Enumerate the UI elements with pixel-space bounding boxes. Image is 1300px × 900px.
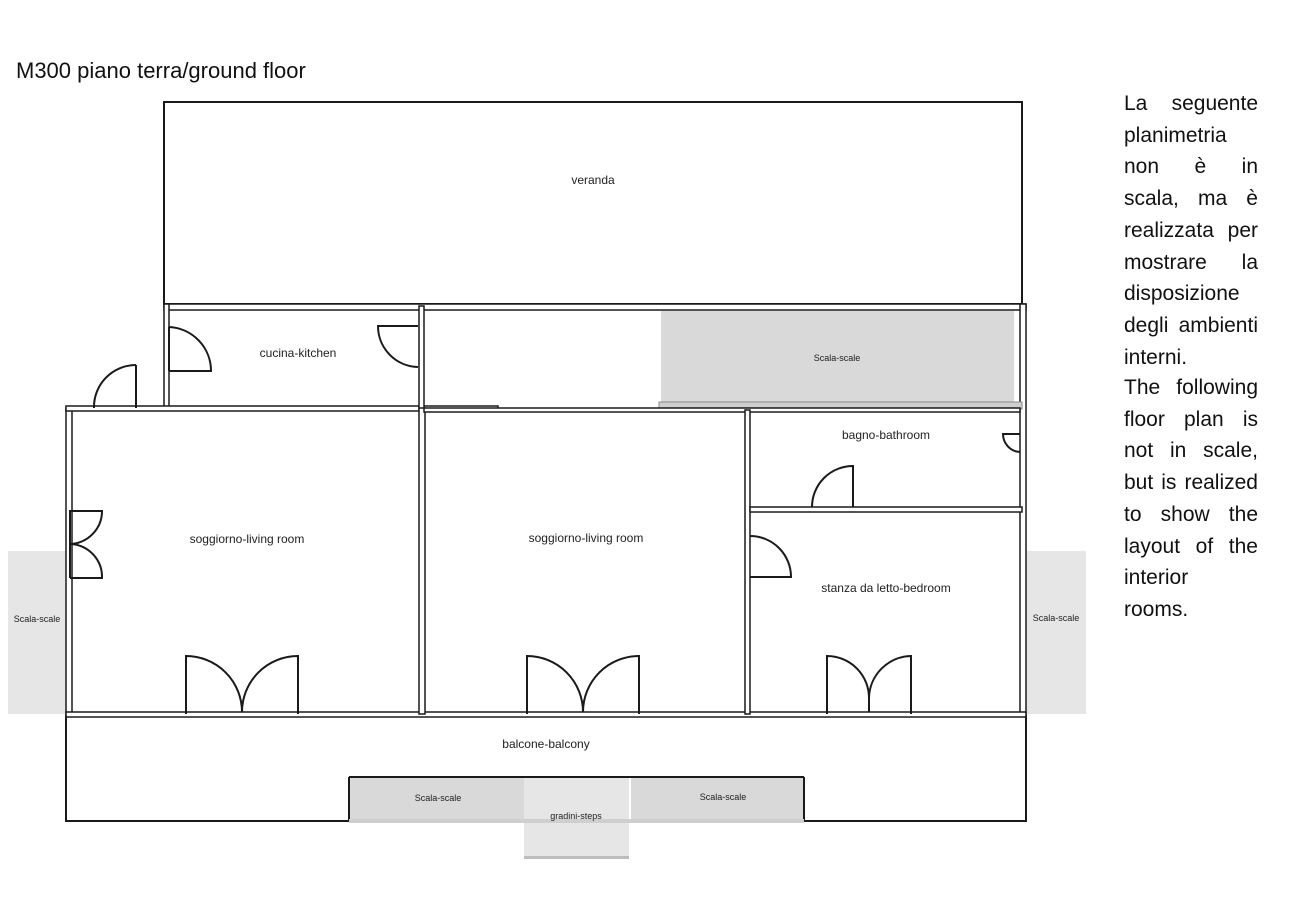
label-stairs-left: Scala-scale <box>14 614 61 624</box>
label-bedroom: stanza da letto-bedroom <box>821 581 950 595</box>
entrance-door <box>92 364 137 409</box>
bathroom-door <box>811 464 854 508</box>
label-steps: gradini-steps <box>550 811 602 821</box>
label-bathroom: bagno-bathroom <box>842 428 930 442</box>
label-stairs-bottom-left: Scala-scale <box>415 793 462 803</box>
steps <box>524 777 629 859</box>
label-veranda: veranda <box>571 173 615 187</box>
label-living1: soggiorno-living room <box>190 532 305 546</box>
plan-title: M300 piano terra/ground floor <box>16 58 306 83</box>
label-kitchen: cucina-kitchen <box>260 346 337 360</box>
living1-side-door <box>69 510 104 579</box>
label-stairs-top: Scala-scale <box>814 353 861 363</box>
kitchen-door-left <box>168 326 213 372</box>
bedroom-door <box>749 535 793 578</box>
bedroom-balcony-door <box>826 654 912 714</box>
label-stairs-right: Scala-scale <box>1033 613 1080 623</box>
veranda <box>163 101 1023 305</box>
note-italian: La seguente planimetria non è in scala, … <box>1124 92 1258 369</box>
stairs-top <box>661 311 1014 402</box>
living2-balcony-door <box>526 654 640 714</box>
stairs-left <box>8 551 66 714</box>
kitchen-door-right <box>376 325 419 368</box>
stairs-bottom-right <box>631 777 804 823</box>
note-english: The following floor plan is not in scale… <box>1124 376 1258 621</box>
stairs-bottom-left <box>349 777 525 823</box>
label-living2: soggiorno-living room <box>529 531 644 545</box>
bathroom-window <box>1001 433 1021 453</box>
label-balcony: balcone-balcony <box>502 737 589 751</box>
living1-balcony-door <box>185 654 299 714</box>
label-stairs-bottom-right: Scala-scale <box>700 792 747 802</box>
stairs-right <box>1026 551 1086 714</box>
